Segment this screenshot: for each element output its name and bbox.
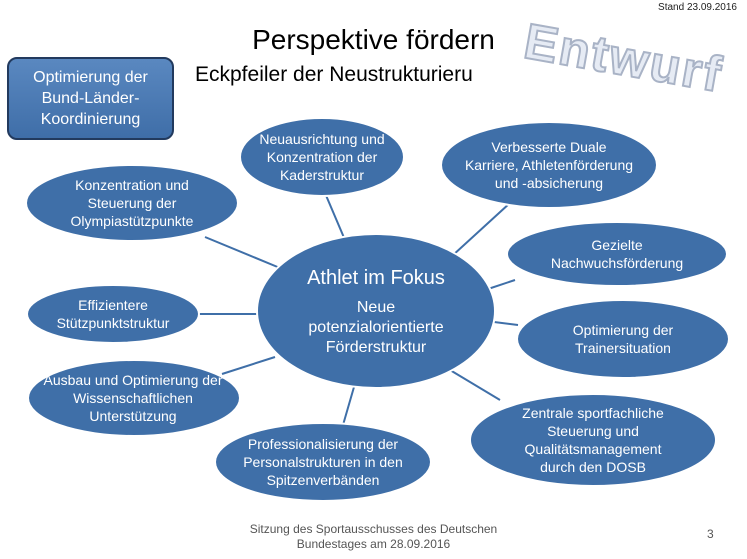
node-label: Neuausrichtung und Konzentration der Kad… [259, 131, 385, 183]
connector-personalstrukturen [342, 386, 355, 426]
node-shape-olympiastuetzpunkte [25, 164, 239, 242]
connector-dosb [449, 369, 501, 401]
node-shape-stuetzpunktstruktur [26, 284, 200, 344]
connector-olympiastuetzpunkte [204, 236, 281, 269]
connector-trainersituation [493, 321, 519, 326]
node-shape-nachwuchsfoerderung [506, 221, 728, 287]
coordination-box-label: Optimierung der Bund-Länder-Koordinierun… [33, 69, 148, 128]
page-number: 3 [707, 527, 714, 541]
footer: Sitzung des Sportausschusses des Deutsch… [0, 522, 747, 552]
coordination-box: Optimierung der Bund-Länder-Koordinierun… [7, 57, 174, 140]
node-kaderstruktur: Neuausrichtung und Konzentration der Kad… [242, 120, 402, 194]
node-shape-trainersituation [516, 299, 730, 379]
slide-title: Perspektive fördern [252, 24, 495, 55]
node-shape-wissenschaft [27, 359, 241, 437]
node-stuetzpunktstruktur: Effizientere Stützpunktstruktur [28, 286, 198, 342]
node-label: Professionalisierung der Personalstruktu… [243, 436, 403, 488]
connector-nachwuchsfoerderung [487, 279, 516, 290]
node-label: Konzentration und Steuerung der Olympias… [70, 177, 194, 229]
connector-duale-karriere [451, 202, 511, 257]
node-nachwuchsfoerderung: Gezielte Nachwuchsförderung [508, 223, 726, 285]
node-label: Ausbau und Optimierung der Wissenschaftl… [43, 372, 223, 424]
node-label: Optimierung der Trainersituation [572, 322, 674, 356]
node-shape-duale-karriere [440, 121, 658, 209]
connector-kaderstruktur [324, 192, 346, 241]
node-dosb: Zentrale sportfachliche Steuerung und Qu… [471, 395, 715, 485]
date-stamp: Stand 23.09.2016 [658, 2, 737, 13]
node-label: Effizientere Stützpunktstruktur [56, 297, 170, 331]
node-label: Verbesserte Duale Karriere, Athletenförd… [464, 139, 634, 191]
node-shape-kaderstruktur [239, 117, 405, 197]
node-duale-karriere: Verbesserte Duale Karriere, Athletenförd… [443, 124, 655, 206]
node-trainersituation: Optimierung der Trainersituation [518, 301, 728, 377]
node-shape-center [256, 233, 496, 389]
center-subtitle: Neue potenzialorientierte Förderstruktur [308, 299, 444, 356]
footer-line-1: Sitzung des Sportausschusses des Deutsch… [249, 522, 498, 536]
node-shape-personalstrukturen [214, 422, 432, 502]
connector-wissenschaft [221, 356, 276, 375]
slide-subtitle: Eckpfeiler der Neustrukturieru [195, 63, 473, 86]
node-shape-dosb [469, 393, 717, 487]
node-label: Gezielte Nachwuchsförderung [550, 237, 684, 271]
footer-line-2: Bundestages am 28.09.2016 [296, 537, 451, 551]
node-olympiastuetzpunkte: Konzentration und Steuerung der Olympias… [28, 167, 236, 239]
node-personalstrukturen: Professionalisierung der Personalstruktu… [216, 424, 430, 500]
center-title: Athlet im Fokus [307, 267, 445, 289]
node-wissenschaft: Ausbau und Optimierung der Wissenschaftl… [28, 361, 238, 435]
node-label: Zentrale sportfachliche Steuerung und Qu… [522, 405, 664, 475]
center-node: Athlet im Fokus Neue potenzialorientiert… [258, 236, 494, 388]
